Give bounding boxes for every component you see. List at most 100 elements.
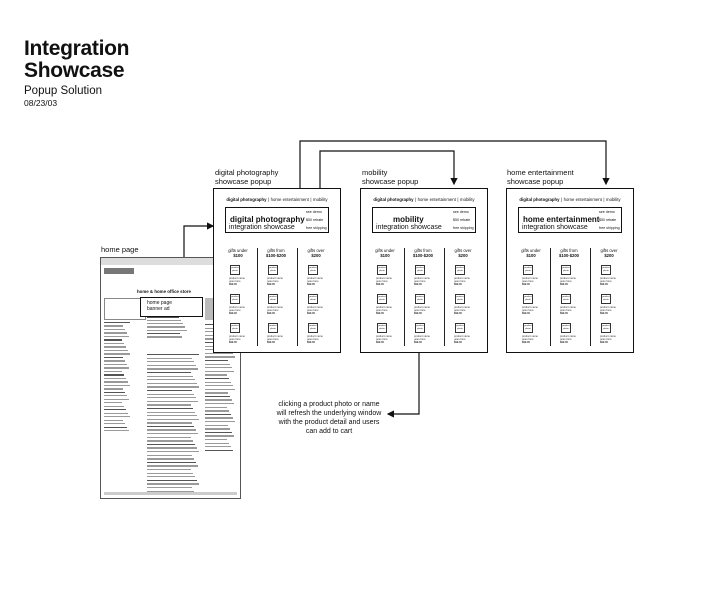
tab-0[interactable]: digital photography: [373, 197, 414, 202]
product-photo-line-1: product: [524, 325, 532, 327]
home-banner-ad[interactable]: home page banner ad: [140, 297, 203, 317]
popup-mobility[interactable]: digital photography|home entertainment|m…: [360, 188, 488, 353]
column-header-line-2: $100: [380, 253, 390, 258]
tab-1[interactable]: home entertainment: [417, 197, 456, 202]
product-photo-line-2: photo: [310, 270, 316, 272]
placeholder-text-line: [205, 435, 234, 437]
product-photo-line-1: product: [562, 267, 570, 269]
tab-2[interactable]: mobility: [313, 197, 328, 202]
placeholder-text-line: [147, 375, 193, 377]
popup-home-entertainment[interactable]: digital photography|home entertainment|m…: [506, 188, 634, 353]
product-photo-line-1: product: [269, 267, 277, 269]
placeholder-text-line: [104, 370, 122, 373]
hero-side-link-0[interactable]: see demo: [306, 210, 322, 214]
popup-photography[interactable]: digital photography|home entertainment|m…: [213, 188, 341, 353]
connector-product-to-note: [386, 338, 420, 418]
hero-side-link-1[interactable]: $50 rebate: [306, 218, 324, 223]
tab-0[interactable]: digital photography: [519, 197, 560, 202]
product-name-line-1: product name: [522, 306, 538, 309]
placeholder-text-line: [205, 381, 231, 383]
tab-2[interactable]: mobility: [606, 197, 621, 202]
title-line-2: Showcase: [24, 59, 125, 82]
product-name-line-1: product name: [229, 277, 245, 280]
hero-side-link-1[interactable]: $50 rebate: [453, 218, 471, 223]
hero-side-link-2[interactable]: free shipping: [306, 225, 327, 230]
tab-0[interactable]: digital photography: [226, 197, 267, 202]
hero-side-link-2[interactable]: free shipping: [453, 225, 474, 230]
tab-2[interactable]: mobility: [460, 197, 475, 202]
hero-side-link-1[interactable]: $50 rebate: [599, 218, 617, 223]
annotation-line-3: with the product detail and users: [278, 419, 380, 426]
hero-side-link-2[interactable]: free shipping: [599, 225, 620, 230]
tab-1[interactable]: home entertainment: [270, 197, 309, 202]
placeholder-text-line: [147, 400, 198, 403]
product-name-line-2: goes here: [376, 338, 388, 342]
tab-1[interactable]: home entertainment: [563, 197, 602, 202]
placeholder-text-line: [104, 384, 130, 387]
hero-side-link-0[interactable]: see demo: [453, 210, 469, 214]
hero-side-link-0[interactable]: see demo: [599, 210, 615, 214]
home-page-thumbnail[interactable]: home & home office store: [100, 257, 241, 499]
placeholder-text-line: [104, 388, 123, 390]
product-name-line-1: product name: [414, 335, 430, 338]
product-photo-line-2: photo: [457, 299, 463, 301]
